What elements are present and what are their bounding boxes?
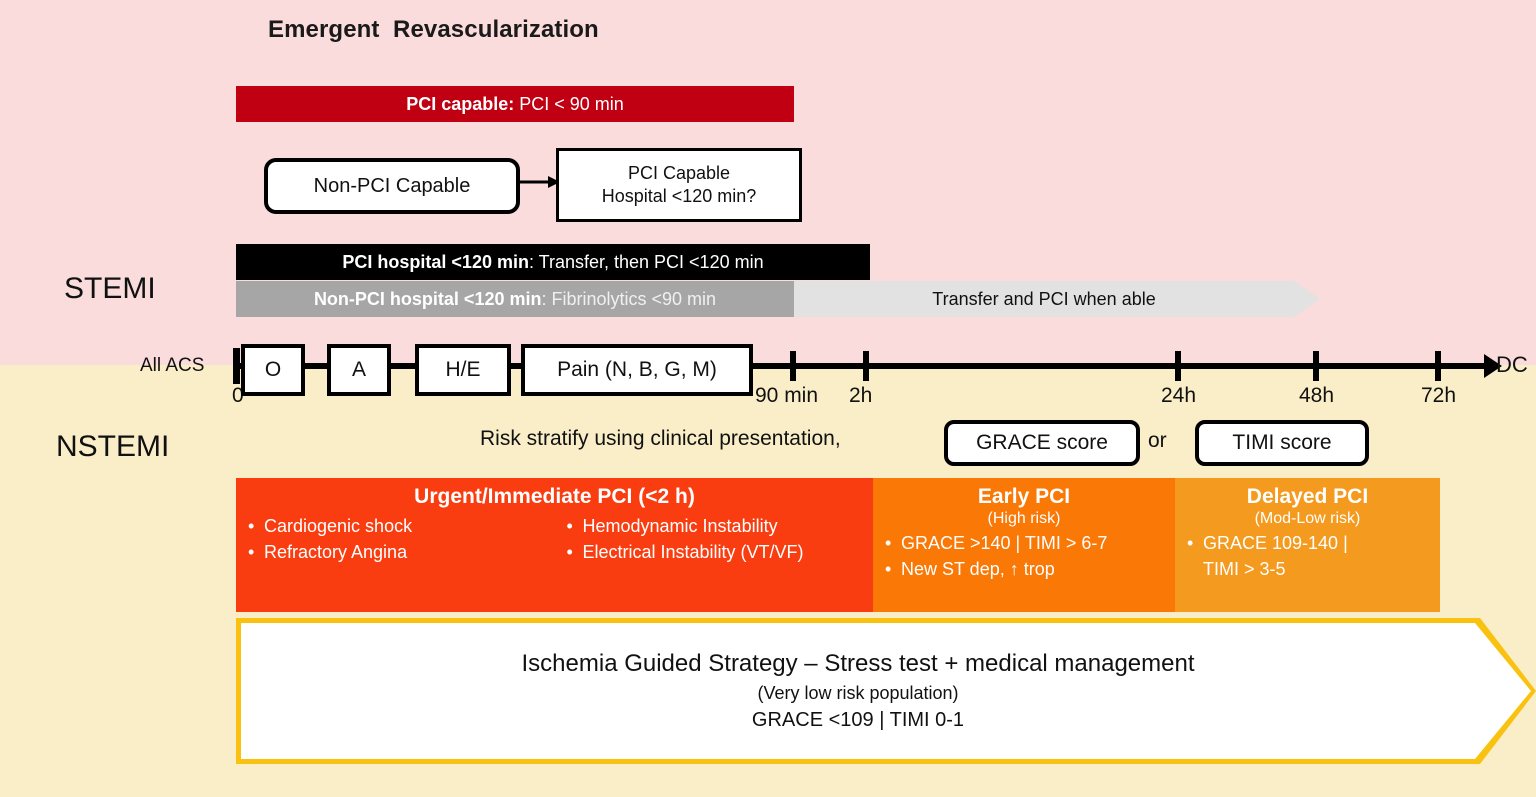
timeline-step-box[interactable]: A [327,344,391,396]
delayed-pci-bullets: GRACE 109-140 | TIMI > 3-5 [1175,530,1440,582]
grace-score-label: GRACE score [976,431,1108,454]
pci-capable-bar: PCI capable: PCI < 90 min [236,86,794,122]
or-conjunction: or [1148,429,1167,452]
timeline-tick [863,351,869,381]
bullet-item: GRACE 109-140 | [1185,530,1440,556]
timeline-step-box[interactable]: O [241,344,305,396]
urgent-pci-bullets-left: Cardiogenic shockRefractory Angina [236,513,555,565]
urgent-pci-block: Urgent/Immediate PCI (<2 h) Cardiogenic … [236,478,873,612]
bullet-item: Hemodynamic Instability [565,513,874,539]
pci-capable-bar-bold: PCI capable: [406,93,515,114]
timeline-start-label: 0 [232,384,244,407]
timi-score-label: TIMI score [1232,431,1332,454]
timeline-tick [1435,351,1441,381]
page-title: Emergent Revascularization [268,16,599,43]
ischemia-banner-line-2: (Very low risk population) [757,682,959,703]
timeline-tick [790,351,796,381]
timeline-tick [1313,351,1319,381]
timeline-tick-label: 48h [1299,384,1335,407]
bullet-item: Refractory Angina [246,539,555,565]
early-pci-subheading: (High risk) [987,510,1061,528]
timeline-arrowhead-icon [1484,354,1502,378]
timeline-tick-label: 2h [849,384,873,407]
risk-stratify-text: Risk stratify using clinical presentatio… [480,427,841,450]
pci-hospital-bar-bold: PCI hospital <120 min [342,251,529,272]
pci-strategy-blocks: Urgent/Immediate PCI (<2 h) Cardiogenic … [236,478,1440,612]
pci-capable-hospital-question-box[interactable]: PCI Capable Hospital <120 min? [556,148,802,222]
timeline-tick-label: 24h [1161,384,1197,407]
non-pci-hospital-bar-rest: : Fibrinolytics <90 min [541,288,717,309]
delayed-pci-subheading: (Mod-Low risk) [1254,510,1361,528]
ischemia-banner-line-1: Ischemia Guided Strategy – Stress test +… [521,650,1195,678]
pci-hospital-bar-rest: : Transfer, then PCI <120 min [528,251,764,272]
pci-capable-bar-rest: PCI < 90 min [514,93,624,114]
delayed-pci-block: Delayed PCI (Mod-Low risk) GRACE 109-140… [1175,478,1440,612]
bullet-item: New ST dep, ↑ trop [883,556,1175,582]
bullet-item: TIMI > 3-5 [1203,559,1286,580]
timeline-step-box[interactable]: H/E [415,344,511,396]
timeline-tick-label: 72h [1421,384,1457,407]
ischemia-guided-banner: Ischemia Guided Strategy – Stress test +… [241,623,1531,759]
question-line-1: PCI Capable [627,162,731,183]
bullet-item: GRACE >140 | TIMI > 6-7 [883,530,1175,556]
timeline-step-box[interactable]: Pain (N, B, G, M) [521,344,753,396]
non-pci-capable-label: Non-PCI Capable [313,174,471,197]
timi-score-box[interactable]: TIMI score [1195,420,1369,466]
non-pci-capable-box[interactable]: Non-PCI Capable [264,158,520,214]
bullet-item: Electrical Instability (VT/VF) [565,539,874,565]
non-pci-hospital-fibrinolytics-bar: Non-PCI hospital <120 min: Fibrinolytics… [236,281,794,317]
early-pci-heading: Early PCI [977,485,1071,508]
timeline-end-label: DC [1496,352,1528,377]
early-pci-bullets: GRACE >140 | TIMI > 6-7New ST dep, ↑ tro… [873,530,1175,582]
question-line-2: Hospital <120 min? [601,186,757,206]
early-pci-block: Early PCI (High risk) GRACE >140 | TIMI … [873,478,1175,612]
transfer-and-pci-label: Transfer and PCI when able [932,288,1156,309]
all-acs-label: All ACS [140,355,205,376]
pci-hospital-transfer-bar: PCI hospital <120 min: Transfer, then PC… [236,244,870,280]
timeline-tick [1175,351,1181,381]
bullet-item: Cardiogenic shock [246,513,555,539]
arrow-right-icon [516,176,560,188]
delayed-pci-heading: Delayed PCI [1246,485,1369,508]
urgent-pci-heading: Urgent/Immediate PCI (<2 h) [414,485,695,508]
grace-score-box[interactable]: GRACE score [944,420,1140,466]
non-pci-hospital-bar-bold: Non-PCI hospital <120 min [313,288,542,309]
ischemia-banner-line-3: GRACE <109 | TIMI 0-1 [751,708,965,731]
stemi-section-label: STEMI [64,272,156,305]
urgent-pci-bullets-right: Hemodynamic InstabilityElectrical Instab… [555,513,874,565]
timeline-tick-label: 90 min [755,384,819,407]
transfer-and-pci-arrow-bar: Transfer and PCI when able [794,281,1320,317]
nstemi-section-label: NSTEMI [56,430,170,463]
